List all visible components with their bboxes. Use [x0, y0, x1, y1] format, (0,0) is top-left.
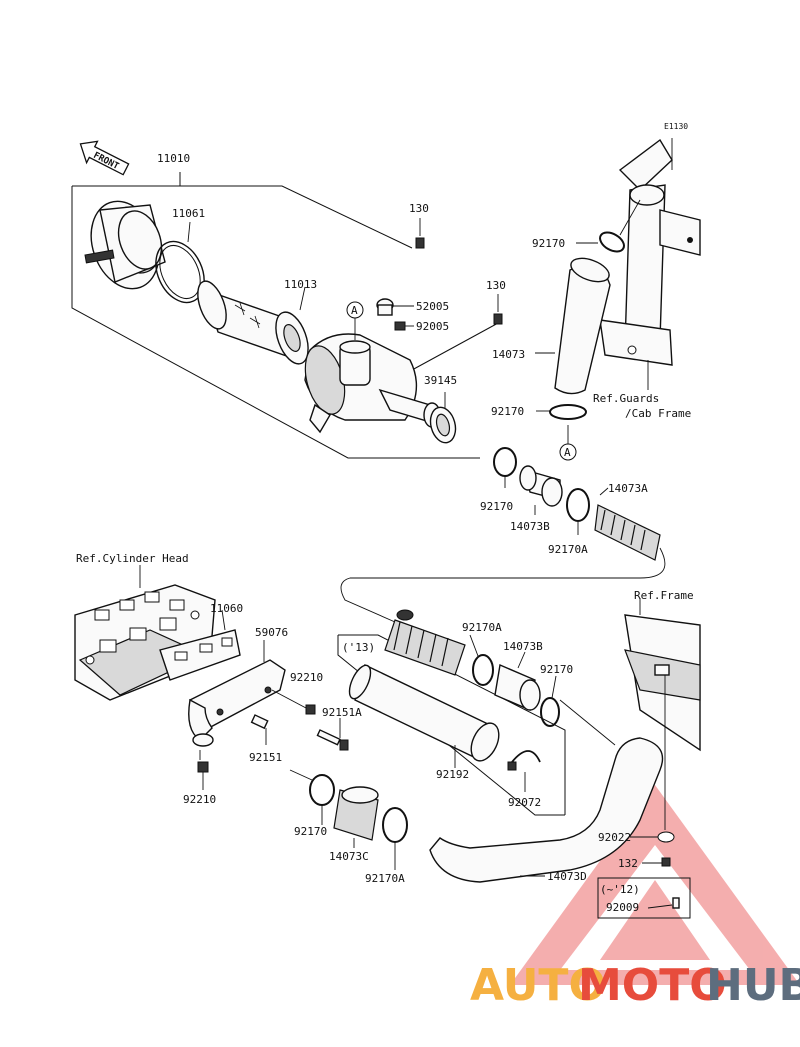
clamp-92170A-b — [469, 634, 494, 686]
label-92210-a: 92210 — [290, 671, 323, 684]
air-cleaner-cap — [84, 200, 166, 290]
label-11061: 11061 — [172, 207, 205, 220]
ref-guards: Ref.Guards — [593, 392, 659, 405]
tube-92192 — [348, 664, 500, 768]
svg-text:MOTO: MOTO — [578, 960, 727, 1011]
label-92022: 92022 — [598, 831, 631, 844]
band-92072 — [507, 750, 541, 792]
clamp-92170-mid — [536, 404, 587, 420]
svg-text:HUB: HUB — [706, 960, 800, 1011]
label-14073D: 14073D — [547, 870, 587, 883]
manifold-59076 — [188, 640, 286, 760]
label-14073B-b: 14073B — [503, 640, 543, 653]
route-line — [340, 547, 666, 623]
watermark-text: AUTO MOTO HUB — [470, 960, 800, 1011]
label-14073B: 14073B — [510, 520, 550, 533]
label-14073: 14073 — [492, 348, 525, 361]
label-11060: 11060 — [210, 602, 243, 615]
hose-14073B — [519, 465, 563, 515]
label-92009: 92009 — [606, 901, 639, 914]
ref-cylinder-head: Ref.Cylinder Head — [76, 552, 189, 565]
nut-92210-b — [197, 761, 209, 790]
label-92170-a: 92170 — [532, 237, 565, 250]
label-130-b: 130 — [486, 279, 506, 292]
bolt-92151A — [316, 718, 349, 751]
gasket-11060 — [159, 609, 241, 681]
label-92170A-b: 92170A — [462, 621, 502, 634]
bolt-130-a — [415, 218, 425, 249]
clamp-92170-b — [540, 675, 560, 727]
clamp-92170-upper — [576, 199, 641, 253]
label-92170-e: 92170 — [294, 825, 327, 838]
seal-39145 — [429, 406, 457, 444]
svg-text:A: A — [351, 304, 358, 317]
label-130-a: 130 — [409, 202, 429, 215]
clip-92005 — [394, 321, 414, 331]
label-11010: 11010 — [157, 152, 190, 165]
ref-frame: Ref.Frame — [634, 589, 694, 602]
o-ring — [155, 240, 205, 304]
air-cleaner-body — [304, 333, 442, 434]
marker-a-1: A — [346, 301, 364, 340]
label-59076: 59076 — [255, 626, 288, 639]
guard-cab-frame — [599, 138, 701, 390]
clamp-92170A — [566, 488, 590, 535]
svg-text:AUTO: AUTO — [470, 960, 606, 1011]
ref-cab-frame: /Cab Frame — [625, 407, 691, 420]
label-92192: 92192 — [436, 768, 469, 781]
intake-pipe-14073 — [554, 257, 611, 395]
label-92005: 92005 — [416, 320, 449, 333]
nut-92210-a — [271, 689, 316, 715]
label-11013: 11013 — [284, 278, 317, 291]
label-92170-b: 92170 — [491, 405, 524, 418]
hose-14073C — [333, 786, 379, 848]
label-92072: 92072 — [508, 796, 541, 809]
marker-a-2: A — [559, 425, 577, 461]
front-arrow-icon: FRONT — [79, 140, 130, 176]
clamp-92170-lower — [493, 447, 517, 488]
label-2012: (~'12) — [600, 883, 640, 896]
label-92170-c: 92170 — [480, 500, 513, 513]
leader-lines — [187, 221, 673, 909]
label-92151A: 92151A — [322, 706, 362, 719]
frame-bracket — [624, 598, 701, 830]
callout-labels: E1130 11010 11061 11013 130 130 52005 92… — [76, 122, 694, 914]
label-2013: ('13) — [342, 641, 375, 654]
box-2012 — [597, 877, 691, 919]
label-132: 132 — [618, 857, 638, 870]
bolt-130-b — [493, 294, 503, 325]
washer-92022 — [657, 831, 675, 843]
bolt-92151 — [250, 714, 269, 745]
label-14073C: 14073C — [329, 850, 369, 863]
label-14073A: 14073A — [608, 482, 648, 495]
bellows-14073A — [594, 487, 661, 561]
label-52005: 52005 — [416, 300, 449, 313]
grommet-52005 — [376, 298, 414, 316]
bolt-132 — [661, 857, 671, 867]
label-92170A: 92170A — [548, 543, 588, 556]
label-92210-b: 92210 — [183, 793, 216, 806]
filter-element — [197, 280, 309, 365]
label-92170A-c: 92170A — [365, 872, 405, 885]
label-39145: 39145 — [424, 374, 457, 387]
label-92170-d: 92170 — [540, 663, 573, 676]
cylinder-head — [74, 565, 216, 701]
pipe-14073D — [429, 737, 664, 883]
label-92151: 92151 — [249, 751, 282, 764]
hose-14073B-b — [494, 651, 541, 711]
air-cleaner-frame — [71, 172, 501, 459]
clamp-92170A-c — [382, 807, 408, 870]
svg-text:A: A — [564, 446, 571, 459]
bellows-lower — [384, 609, 466, 676]
clamp-92170-c — [309, 774, 335, 825]
corner-code: E1130 — [664, 122, 688, 131]
